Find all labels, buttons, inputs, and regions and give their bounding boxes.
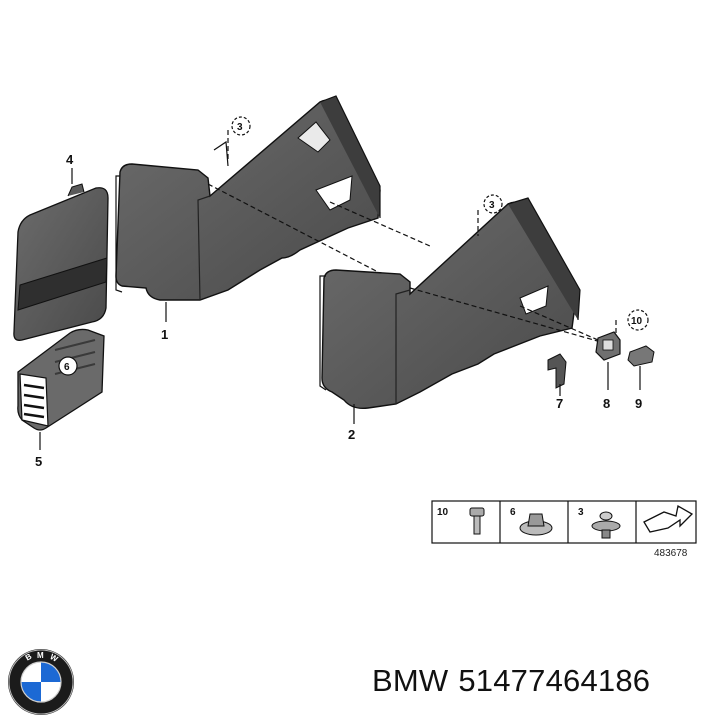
part-caption: BMW 51477464186 — [372, 663, 660, 699]
diagram-reference-number: 483678 — [654, 548, 688, 559]
label-part-7: 7 — [556, 396, 563, 411]
nut-icon — [519, 513, 553, 536]
assembly-lines — [207, 130, 617, 345]
bmw-logo: B M W — [8, 649, 74, 715]
part-8-bracket — [595, 331, 621, 361]
svg-text:3: 3 — [489, 200, 495, 211]
legend-cell-10: 10 — [437, 507, 449, 518]
svg-text:M: M — [37, 651, 44, 660]
svg-text:W: W — [48, 652, 59, 664]
svg-text:3: 3 — [237, 122, 243, 133]
part-4-cover — [13, 183, 109, 341]
part-1-trim-panel — [115, 95, 381, 301]
label-part-9: 9 — [635, 396, 642, 411]
label-part-1: 1 — [161, 327, 168, 342]
leader-lines — [39, 168, 641, 450]
label-part-3-upper: 3 — [231, 116, 251, 136]
label-part-10: 10 — [627, 309, 649, 331]
label-part-5: 5 — [35, 454, 42, 469]
part-9-cap — [627, 345, 655, 367]
part-7-clip — [547, 353, 567, 389]
part-5-vent — [17, 328, 105, 431]
fastener-legend: 10 6 3 — [431, 500, 697, 544]
part-2-trim-panel — [319, 197, 581, 410]
direction-arrow-icon — [643, 504, 694, 533]
caption-part-number: 51477464186 — [458, 663, 651, 698]
caption-brand: BMW — [372, 663, 449, 698]
label-part-3-lower: 3 — [483, 194, 503, 214]
label-part-8: 8 — [603, 396, 610, 411]
screw-icon — [469, 507, 485, 535]
svg-text:6: 6 — [64, 362, 70, 373]
label-part-2: 2 — [348, 427, 355, 442]
svg-text:10: 10 — [631, 316, 643, 327]
push-clip-icon — [591, 511, 621, 539]
label-part-4: 4 — [66, 152, 74, 167]
legend-cell-6: 6 — [510, 507, 516, 518]
legend-cell-3: 3 — [578, 507, 584, 518]
label-part-6: 6 — [58, 356, 78, 376]
svg-text:B: B — [24, 652, 34, 663]
